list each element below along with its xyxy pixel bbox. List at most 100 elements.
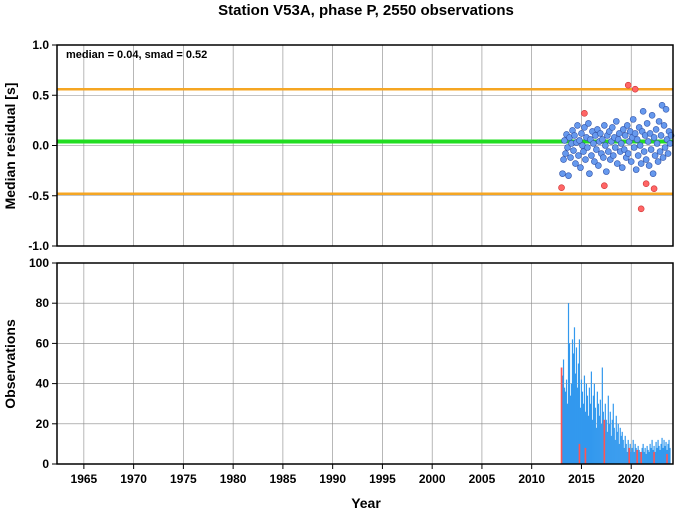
residual-point xyxy=(613,160,621,167)
residual-point xyxy=(629,116,637,123)
residual-point xyxy=(654,158,662,165)
observation-bar xyxy=(634,443,636,464)
y-tick-label: 60 xyxy=(36,336,50,350)
residual-point xyxy=(644,138,652,145)
residual-point xyxy=(620,146,628,153)
observation-bar xyxy=(668,439,670,464)
residual-point xyxy=(618,164,626,171)
observation-bar xyxy=(564,391,567,464)
residual-point xyxy=(567,154,574,161)
residual-point xyxy=(624,150,632,157)
observation-bar xyxy=(642,443,644,464)
x-tick-label: 1975 xyxy=(170,472,197,486)
residual-point xyxy=(651,152,659,159)
residual-point xyxy=(664,150,672,157)
residual-point xyxy=(580,148,587,155)
observation-bar xyxy=(652,449,654,464)
observation-bar xyxy=(587,415,590,464)
outlier-point xyxy=(631,85,639,93)
observation-bar xyxy=(571,339,574,464)
observation-bar xyxy=(599,399,601,464)
residual-point xyxy=(581,124,588,131)
residual-point xyxy=(650,134,658,141)
residual-point xyxy=(611,144,619,151)
observation-bar xyxy=(650,447,652,464)
observation-bar xyxy=(605,419,607,464)
observation-bar xyxy=(600,423,602,464)
observation-bar xyxy=(573,327,576,464)
observation-bar xyxy=(643,451,645,464)
x-tick-label: 1965 xyxy=(71,472,98,486)
observation-bar xyxy=(611,419,613,464)
observation-bar xyxy=(659,449,661,464)
observation-bar xyxy=(612,403,614,464)
x-axis-label: Year xyxy=(351,495,381,511)
residual-point xyxy=(564,144,571,151)
y-tick-label: -1.0 xyxy=(28,239,49,253)
residual-point xyxy=(600,154,607,161)
residual-y-ticks: 1.00.50.0-0.5-1.0 xyxy=(28,38,57,253)
outlier-point xyxy=(624,81,632,89)
observation-bar xyxy=(625,443,627,464)
observation-bar xyxy=(661,437,663,464)
residual-point xyxy=(609,152,617,159)
observation-bar xyxy=(607,395,609,464)
observation-bar xyxy=(574,373,577,464)
x-tick-label: 1980 xyxy=(220,472,247,486)
observation-bar xyxy=(623,447,625,464)
residual-point xyxy=(636,142,644,149)
outlier-point xyxy=(637,205,645,213)
residual-points xyxy=(558,81,675,213)
observation-bar xyxy=(591,419,593,464)
observation-bar xyxy=(660,443,662,464)
observation-bar xyxy=(617,423,619,464)
observation-bar xyxy=(584,411,587,464)
y-tick-label: 40 xyxy=(36,377,50,391)
residual-point xyxy=(621,132,629,139)
residual-point xyxy=(648,112,656,119)
observation-bar xyxy=(658,445,660,464)
observation-bar xyxy=(632,439,634,464)
observation-bar xyxy=(610,435,612,464)
outlier-point xyxy=(558,184,565,192)
residual-point xyxy=(646,130,654,137)
observation-bar xyxy=(657,439,659,464)
highlight-bar xyxy=(636,449,638,464)
residual-point xyxy=(562,150,569,157)
observation-bar xyxy=(572,353,575,464)
observation-bar xyxy=(568,343,571,464)
observation-bar xyxy=(570,383,573,464)
residual-point xyxy=(578,130,585,137)
observation-bar xyxy=(635,447,637,464)
observation-bar xyxy=(646,445,648,464)
residual-point xyxy=(662,106,670,113)
residual-point xyxy=(656,148,664,155)
observation-bar xyxy=(569,395,572,464)
outlier-point xyxy=(581,110,588,117)
residual-point xyxy=(652,126,660,133)
residual-point xyxy=(659,154,667,161)
residual-point xyxy=(612,118,620,125)
outlier-point xyxy=(642,180,650,187)
residual-point xyxy=(639,108,647,115)
observation-bar xyxy=(594,407,596,464)
observation-bar xyxy=(626,451,628,464)
highlight-bar xyxy=(640,451,642,464)
highlight-bar xyxy=(603,419,606,464)
x-tick-label: 1990 xyxy=(319,472,346,486)
observation-bar xyxy=(662,447,664,464)
y-tick-label: 0 xyxy=(42,457,49,471)
observation-bar xyxy=(563,387,566,464)
residual-point xyxy=(561,137,568,144)
x-tick-label: 1985 xyxy=(270,472,297,486)
residual-point xyxy=(632,166,640,173)
observation-bar xyxy=(579,407,582,464)
observation-bar xyxy=(582,403,585,464)
observation-bars xyxy=(560,303,671,464)
observation-bar xyxy=(609,411,611,464)
observation-bar xyxy=(663,439,665,464)
residual-point xyxy=(647,146,655,153)
